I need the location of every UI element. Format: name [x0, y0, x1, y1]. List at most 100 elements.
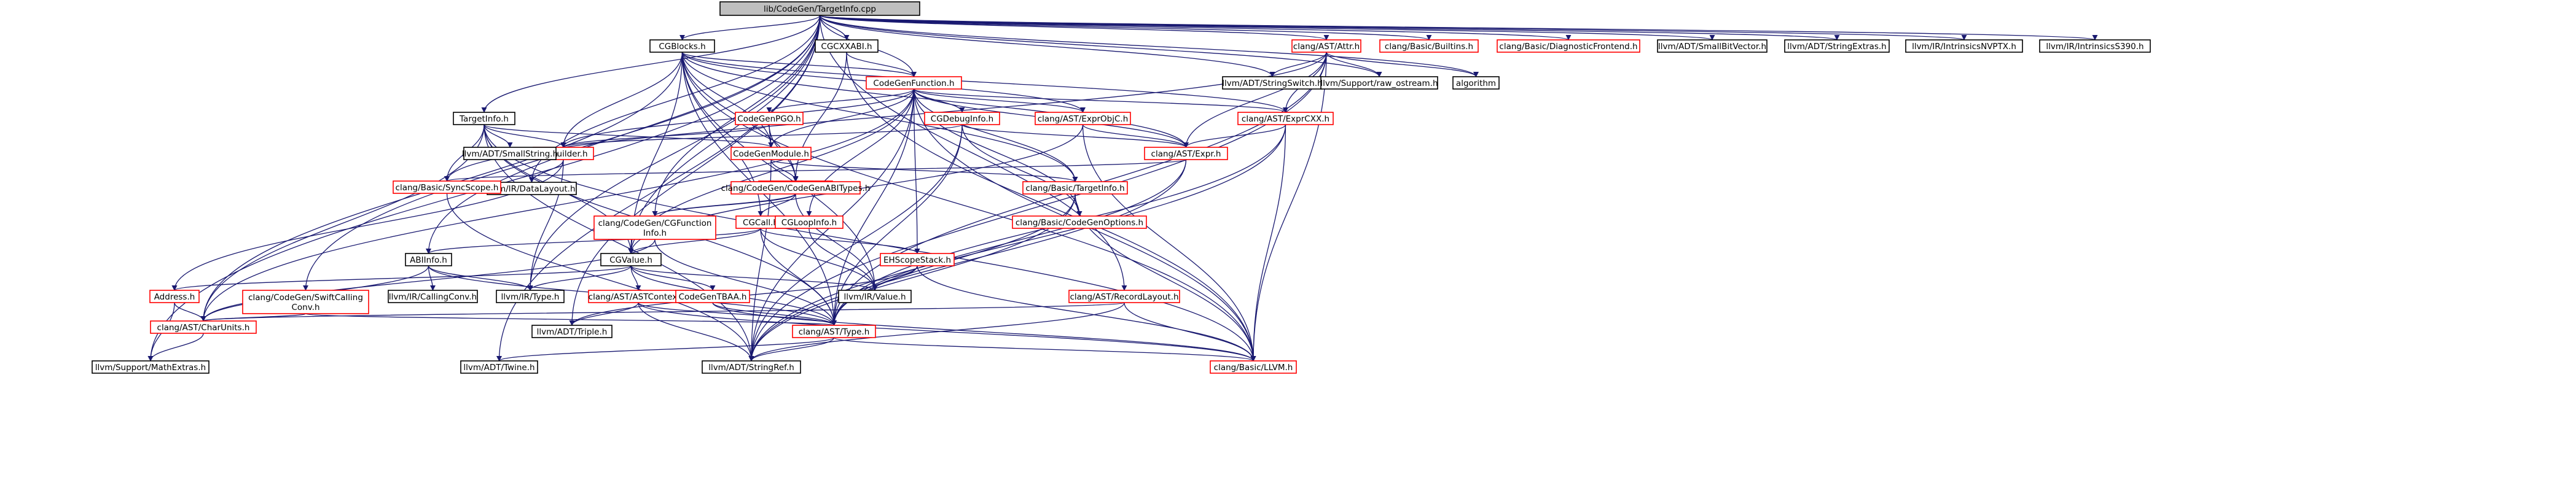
node-label: CGCXXABI.h — [821, 42, 872, 52]
node-cgabitypes[interactable]: clang/CodeGen/CodeGenABITypes.h — [721, 181, 871, 195]
node-cgvalue[interactable]: CGValue.h — [600, 253, 662, 266]
node-label: CodeGenPGO.h — [737, 114, 801, 124]
node-label: clang/AST/Attr.h — [1293, 42, 1360, 52]
node-abiinfo[interactable]: ABIInfo.h — [405, 253, 452, 266]
edge-cgvalue-to-address — [171, 265, 632, 291]
node-box — [593, 215, 716, 240]
edge-charunits-to-mathextras — [147, 333, 204, 362]
edge-cgbuilder-to-irtype — [527, 159, 564, 291]
node-astcontext[interactable]: clang/AST/ASTContext.h — [588, 290, 689, 303]
node-attr[interactable]: clang/AST/Attr.h — [1291, 39, 1361, 53]
edge-expr-to-syncscope — [444, 159, 1187, 182]
node-label: clang/AST/Expr.h — [1151, 149, 1221, 159]
edge-cgabitypes-to-cgfunctioninfo — [652, 193, 796, 217]
node-basicllvm[interactable]: clang/Basic/LLVM.h — [1210, 360, 1297, 374]
node-exprcxx[interactable]: clang/AST/ExprCXX.h — [1237, 112, 1334, 125]
node-label: clang/Basic/SyncScope.h — [396, 183, 499, 193]
node-codegenmodule[interactable]: CodeGenModule.h — [730, 147, 812, 160]
edge-cgcxxabi-to-basicllvm — [846, 52, 1256, 362]
edge-cgdebuginfo-to-cgbuilder — [560, 124, 963, 148]
node-label: Conv.h — [291, 303, 319, 312]
node-syncscope[interactable]: clang/Basic/SyncScope.h — [393, 180, 501, 194]
node-builtins[interactable]: clang/Basic/Builtins.h — [1379, 39, 1479, 53]
node-cgdebuginfo[interactable]: CGDebugInfo.h — [924, 112, 1000, 125]
node-box — [496, 290, 565, 303]
node-intrinsicss390[interactable]: llvm/IR/IntrinsicsS390.h — [2039, 39, 2151, 53]
node-root[interactable]: lib/CodeGen/TargetInfo.cpp — [719, 1, 920, 16]
edge-cgblocks-to-codegenmodule — [681, 52, 774, 148]
node-label: llvm/Support/raw_ostream.h — [1320, 79, 1438, 88]
edge-cgcall-to-abiinfo — [426, 228, 761, 254]
node-codegenpgo[interactable]: CodeGenPGO.h — [735, 112, 804, 125]
node-irtype[interactable]: llvm/IR/Type.h — [496, 290, 565, 303]
node-charunits[interactable]: clang/AST/CharUnits.h — [150, 320, 257, 334]
edge-cgcall-to-irvalue — [760, 228, 878, 291]
node-diagfrontend[interactable]: clang/Basic/DiagnosticFrontend.h — [1497, 39, 1640, 53]
node-cgcall[interactable]: CGCall.h — [735, 215, 786, 229]
edge-cgcxxabi-to-cgabitypes — [793, 52, 847, 182]
node-cgcxxabi[interactable]: CGCXXABI.h — [815, 39, 879, 53]
node-twine[interactable]: llvm/ADT/Twine.h — [460, 360, 538, 374]
node-datalayout[interactable]: llvm/IR/DataLayout.h — [487, 182, 577, 195]
node-smallstring[interactable]: llvm/ADT/SmallString.h — [462, 147, 558, 160]
edge-cgblocks-to-basicllvm — [681, 52, 1256, 362]
node-asttype[interactable]: clang/AST/Type.h — [792, 325, 876, 338]
node-box — [453, 112, 515, 125]
node-box — [866, 76, 962, 90]
edge-codegentypes-to-cgcall — [758, 193, 796, 217]
edge-root-to-rawostream — [819, 15, 1382, 77]
node-cgloopinfo[interactable]: CGLoopInfo.h — [775, 215, 844, 229]
node-stringref[interactable]: llvm/ADT/StringRef.h — [702, 360, 801, 374]
edge-asttype-to-twine — [496, 337, 835, 362]
node-mathextras[interactable]: llvm/Support/MathExtras.h — [92, 360, 209, 374]
node-codegentbaa[interactable]: CodeGenTBAA.h — [675, 290, 750, 303]
node-label: clang/CodeGen/CodeGenABITypes.h — [721, 184, 871, 193]
node-label: llvm/ADT/Triple.h — [537, 327, 608, 337]
node-label: CodeGenModule.h — [733, 149, 809, 159]
node-expr[interactable]: clang/AST/Expr.h — [1144, 147, 1228, 160]
node-rawostream[interactable]: llvm/Support/raw_ostream.h — [1320, 76, 1438, 90]
node-basictargetinfo[interactable]: clang/Basic/TargetInfo.h — [1022, 181, 1128, 195]
node-cgblocks[interactable]: CGBlocks.h — [649, 39, 715, 53]
node-box — [702, 360, 801, 374]
node-box — [1035, 112, 1131, 125]
node-label: llvm/ADT/SmallBitVector.h — [1658, 42, 1766, 52]
node-box — [460, 360, 538, 374]
node-box — [924, 112, 1000, 125]
node-ircallingconv[interactable]: llvm/IR/CallingConv.h — [388, 290, 478, 303]
node-address[interactable]: Address.h — [149, 290, 200, 303]
node-box — [1068, 290, 1180, 303]
edge-cgvalue-to-irtype — [527, 265, 632, 291]
node-recordlayout[interactable]: clang/AST/RecordLayout.h — [1068, 290, 1180, 303]
node-label: ABIInfo.h — [410, 255, 447, 265]
node-intrinsicsnvptx[interactable]: llvm/IR/IntrinsicsNVPTX.h — [1905, 39, 2023, 53]
edge-codegenfunction-to-codegenpgo — [766, 88, 915, 113]
node-box — [1379, 39, 1479, 53]
node-label: clang/CodeGen/SwiftCalling — [248, 293, 363, 303]
edge-exprcxx-to-stringref — [748, 124, 1286, 362]
node-box — [730, 181, 861, 195]
node-stringswitch[interactable]: llvm/ADT/StringSwitch.h — [1222, 76, 1323, 90]
node-label: CGBlocks.h — [659, 42, 705, 52]
node-algorithm[interactable]: algorithm — [1452, 76, 1500, 90]
edge-asttype-to-stringref — [748, 337, 835, 362]
node-stringextras[interactable]: llvm/ADT/StringExtras.h — [1784, 39, 1890, 53]
node-irvalue[interactable]: llvm/IR/Value.h — [838, 290, 912, 303]
node-ehscopestack[interactable]: EHScopeStack.h — [880, 253, 955, 266]
node-label: algorithm — [1456, 79, 1496, 88]
node-targetinfo[interactable]: TargetInfo.h — [453, 112, 515, 125]
node-exprobjc[interactable]: clang/AST/ExprObjC.h — [1035, 112, 1131, 125]
edge-attr-to-stringswitch — [1269, 52, 1327, 77]
node-label: clang/AST/ExprCXX.h — [1242, 114, 1329, 124]
node-smallbitvector[interactable]: llvm/ADT/SmallBitVector.h — [1657, 39, 1768, 53]
edge-root-to-recordlayout — [819, 15, 1127, 291]
node-codegenoptions[interactable]: clang/Basic/CodeGenOptions.h — [1012, 215, 1147, 229]
node-box — [242, 290, 369, 314]
node-box — [880, 253, 955, 266]
node-triple[interactable]: llvm/ADT/Triple.h — [531, 325, 613, 338]
node-codegenfunction[interactable]: CodeGenFunction.h — [866, 76, 962, 90]
